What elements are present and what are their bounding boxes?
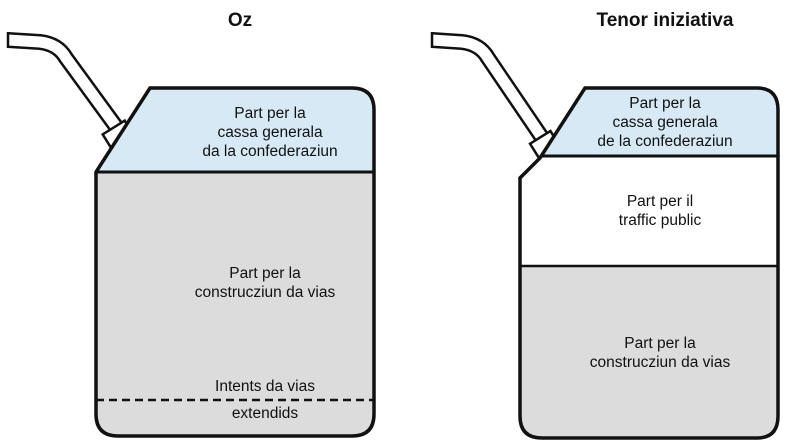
left-bottom-above-label: Intents da vias [215,378,315,395]
right-outline [518,86,780,440]
left-top-line-1: Part per la [234,105,306,122]
right-bottom-line-1: Part per la [624,335,696,352]
left-bottom-below-label: extendids [231,405,299,422]
right-middle-line-1: Part per il [626,193,694,210]
left-road-section [96,172,374,436]
right-canister [430,32,780,440]
right-bottom-line-2: construcziun da vias [589,354,731,371]
left-main-line-2: construcziun da vias [194,284,336,301]
right-road-section [520,266,778,438]
left-top-line-2: cassa generala [217,124,323,141]
right-top-line-3: de la confederaziun [597,133,733,150]
left-title: Oz [227,10,253,31]
right-traffic-section [520,156,778,266]
right-middle-line-2: traffic public [618,212,702,229]
left-canister [6,32,376,438]
right-middle-label: Part per il traffic public [560,192,760,230]
right-top-line-2: cassa generala [612,114,718,131]
right-top-section [540,88,778,156]
right-top-line-1: Part per la [629,95,701,112]
right-title: Tenor iniziativa [596,10,734,31]
left-top-section [96,88,374,172]
left-main-line-1: Part per la [229,265,301,282]
right-bottom-label: Part per la construcziun da vias [555,334,765,372]
left-outline [94,86,376,438]
left-top-line-3: da la confederaziun [202,143,338,160]
left-main-label: Part per la construcziun da vias [165,264,365,302]
right-top-label: Part per la cassa generala de la confede… [575,94,755,151]
left-top-label: Part per la cassa generala da la confede… [180,104,360,161]
